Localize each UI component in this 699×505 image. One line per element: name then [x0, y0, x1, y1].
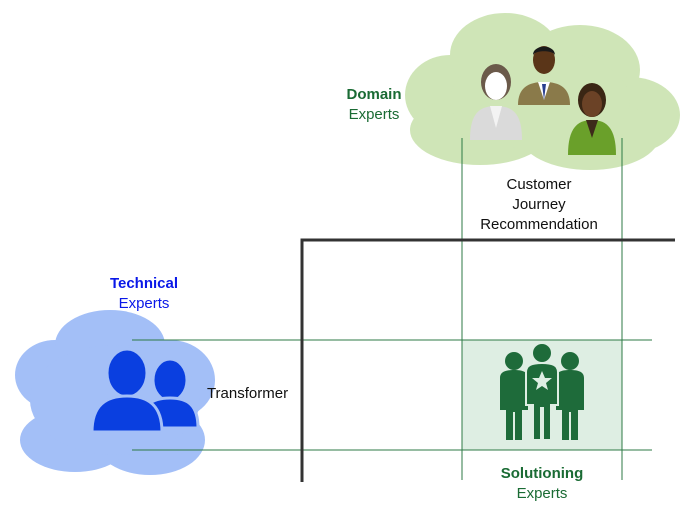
domain-experts-subtitle: Experts: [348, 106, 400, 123]
column-label-line-1: Customer: [506, 176, 572, 193]
row-label: Transformer: [206, 385, 289, 402]
technical-experts-title: Technical: [109, 275, 179, 292]
column-label: Customer Journey Recommendation: [464, 175, 614, 235]
technical-experts-label: Technical Experts: [99, 274, 189, 314]
solutioning-experts-subtitle: Experts: [516, 485, 568, 502]
business-people-icon: [470, 46, 616, 155]
axis-lines: [300, 238, 675, 482]
solutioning-experts-title: Solutioning: [500, 465, 584, 482]
column-label-line-3: Recommendation: [480, 216, 598, 233]
domain-experts-label: Domain Experts: [334, 85, 414, 125]
column-label-line-2: Journey: [512, 196, 566, 213]
domain-experts-title: Domain: [346, 86, 402, 103]
technical-experts-subtitle: Experts: [118, 295, 170, 312]
grid-lines: [132, 138, 652, 480]
solutioning-experts-label: Solutioning Experts: [487, 464, 597, 504]
team-star-icon: [500, 342, 584, 441]
user-group-icon: [90, 347, 200, 434]
